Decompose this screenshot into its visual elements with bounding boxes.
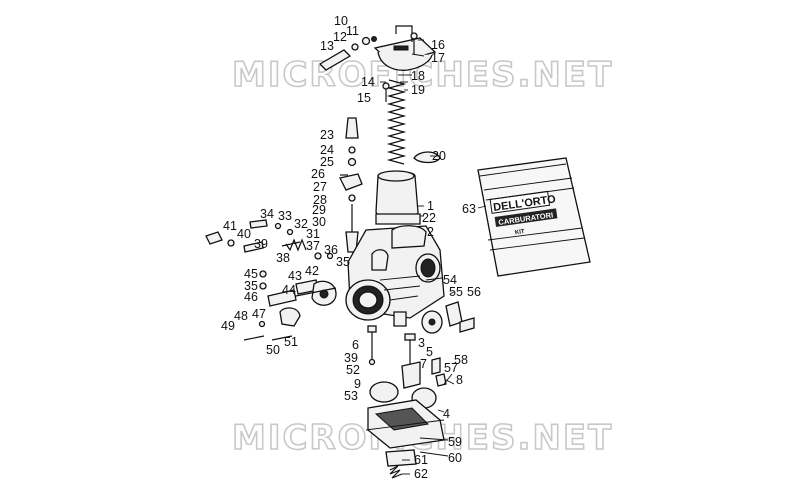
- label-48: 48: [234, 309, 248, 323]
- callout-labels: 10 11 12 13 16 17 14 18 15 19 23 24 25 2…: [221, 14, 481, 481]
- label-2: 2: [427, 225, 434, 239]
- choke-lever-assembly: [243, 270, 337, 341]
- label-26: 26: [311, 167, 325, 181]
- label-56: 56: [467, 285, 481, 299]
- label-47: 47: [252, 307, 266, 321]
- label-40: 40: [237, 227, 251, 241]
- label-51: 51: [284, 335, 298, 349]
- label-50: 50: [266, 343, 280, 357]
- label-35b: 35: [244, 279, 258, 293]
- label-60: 60: [448, 451, 462, 465]
- label-4: 4: [443, 407, 450, 421]
- label-20: 20: [432, 149, 446, 163]
- float-bowl-side-parts: [421, 301, 475, 334]
- label-14: 14: [361, 75, 375, 89]
- label-63: 63: [462, 202, 476, 216]
- label-11: 11: [346, 24, 359, 38]
- label-39b: 39: [344, 351, 358, 365]
- label-35a: 35: [336, 255, 350, 269]
- label-58: 58: [454, 353, 468, 367]
- label-44: 44: [282, 283, 296, 297]
- label-17: 17: [431, 51, 445, 65]
- label-1: 1: [427, 199, 434, 213]
- label-3: 3: [418, 336, 425, 350]
- label-6: 6: [352, 338, 359, 352]
- label-9: 9: [354, 377, 361, 391]
- label-38: 38: [276, 251, 290, 265]
- spring-19: [386, 79, 407, 165]
- label-24: 24: [320, 143, 334, 157]
- label-59: 59: [448, 435, 462, 449]
- label-10: 10: [334, 14, 348, 28]
- kit-small: KIT: [515, 229, 526, 236]
- label-27: 27: [313, 180, 327, 194]
- label-41: 41: [223, 219, 237, 233]
- idle-screw-assembly: [205, 219, 334, 260]
- label-55: 55: [449, 285, 463, 299]
- label-37: 37: [306, 239, 320, 253]
- label-32: 32: [294, 217, 308, 231]
- label-18: 18: [411, 69, 425, 83]
- label-15: 15: [357, 91, 371, 105]
- throttle-slide-1: [375, 170, 421, 225]
- label-33: 33: [278, 209, 292, 223]
- label-29: 29: [312, 203, 326, 217]
- label-19: 19: [411, 83, 425, 97]
- label-36: 36: [324, 243, 338, 257]
- label-52: 52: [346, 363, 360, 377]
- label-62: 62: [414, 467, 428, 481]
- label-8: 8: [456, 373, 463, 387]
- label-25: 25: [320, 155, 334, 169]
- label-54: 54: [443, 273, 457, 287]
- label-22: 22: [422, 211, 436, 225]
- jets-lower-assembly: [365, 325, 447, 479]
- label-23: 23: [320, 128, 334, 142]
- needle-assembly-left: [339, 117, 363, 253]
- label-39a: 39: [254, 237, 268, 251]
- label-16: 16: [431, 38, 445, 52]
- label-61: 61: [414, 453, 428, 467]
- label-53: 53: [344, 389, 358, 403]
- label-43: 43: [288, 269, 302, 283]
- clip-20: [413, 151, 441, 164]
- label-5: 5: [426, 345, 433, 359]
- label-34: 34: [260, 207, 274, 221]
- top-cap-assembly: [318, 25, 437, 102]
- carburetor-body: [345, 225, 445, 327]
- label-57: 57: [444, 361, 458, 375]
- label-12: 12: [333, 30, 347, 44]
- label-28: 28: [313, 193, 327, 207]
- label-42: 42: [305, 264, 319, 278]
- label-45: 45: [244, 267, 258, 281]
- leader-lines: [380, 39, 487, 475]
- label-7: 7: [420, 357, 427, 371]
- label-49: 49: [221, 319, 235, 333]
- label-13: 13: [320, 39, 334, 53]
- label-31: 31: [306, 227, 320, 241]
- label-30: 30: [312, 215, 326, 229]
- gasket-kit-bag-63: DELL'ORTO CARBURATORI KIT: [477, 157, 591, 277]
- label-46: 46: [244, 290, 258, 304]
